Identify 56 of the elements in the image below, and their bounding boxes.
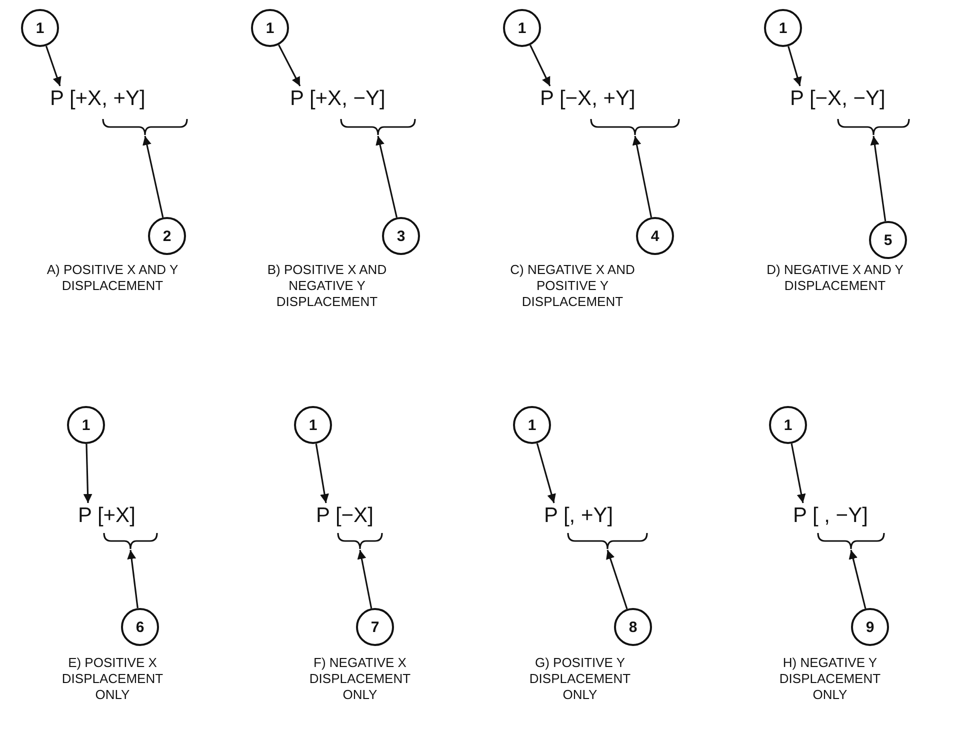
- arrow: [315, 444, 329, 504]
- panel-caption: H) NEGATIVE Y DISPLACEMENT ONLY: [778, 655, 882, 703]
- curly-brace: [567, 532, 648, 550]
- arrow: [606, 550, 628, 610]
- arrow: [790, 444, 806, 504]
- arrow: [870, 136, 886, 222]
- arrow: [278, 44, 301, 86]
- panel-caption: B) POSITIVE X AND NEGATIVE Y DISPLACEMENT: [266, 262, 388, 310]
- callout-number: 3: [382, 217, 420, 255]
- callout-number: 7: [356, 608, 394, 646]
- arrow: [848, 550, 866, 609]
- callout-number: 1: [251, 9, 289, 47]
- panel-caption: C) NEGATIVE X AND POSITIVE Y DISPLACEMENT: [509, 262, 636, 310]
- point-notation: P [ , −Y]: [793, 503, 868, 529]
- curly-brace: [337, 532, 383, 550]
- callout-number: 1: [769, 406, 807, 444]
- callout-number: 1: [503, 9, 541, 47]
- callout-number: 1: [513, 406, 551, 444]
- arrow: [530, 44, 551, 86]
- callout-number: 9: [851, 608, 889, 646]
- panel-caption: F) NEGATIVE X DISPLACEMENT ONLY: [308, 655, 412, 703]
- point-notation: P [+X, −Y]: [290, 86, 386, 112]
- callout-number: 6: [121, 608, 159, 646]
- point-notation: P [−X, +Y]: [540, 86, 636, 112]
- callout-number: 2: [148, 217, 186, 255]
- curly-brace: [340, 118, 416, 136]
- panel-caption: A) POSITIVE X AND Y DISPLACEMENT: [46, 262, 180, 294]
- arrow: [536, 443, 556, 504]
- panel-caption: G) POSITIVE Y DISPLACEMENT ONLY: [528, 655, 632, 703]
- arrow: [83, 444, 92, 504]
- callout-number: 1: [67, 406, 105, 444]
- curly-brace: [102, 118, 188, 136]
- callout-number: 5: [869, 221, 907, 259]
- arrow: [788, 46, 802, 86]
- arrow: [357, 550, 372, 608]
- callout-number: 1: [764, 9, 802, 47]
- arrow: [632, 136, 652, 218]
- panel-caption: E) POSITIVE X DISPLACEMENT ONLY: [60, 655, 164, 703]
- point-notation: P [−X, −Y]: [790, 86, 886, 112]
- arrow: [45, 46, 62, 86]
- point-notation: P [+X, +Y]: [50, 86, 146, 112]
- curly-brace: [103, 532, 158, 550]
- callout-number: 4: [636, 217, 674, 255]
- callout-number: 1: [294, 406, 332, 444]
- curly-brace: [590, 118, 680, 136]
- curly-brace: [817, 532, 885, 550]
- arrow: [142, 136, 164, 218]
- arrow: [376, 136, 398, 218]
- callout-number: 1: [21, 9, 59, 47]
- arrow: [127, 550, 138, 608]
- point-notation: P [+X]: [78, 503, 136, 529]
- panel-caption: D) NEGATIVE X AND Y DISPLACEMENT: [766, 262, 904, 294]
- point-notation: P [, +Y]: [544, 503, 614, 529]
- callout-number: 8: [614, 608, 652, 646]
- point-notation: P [−X]: [316, 503, 374, 529]
- curly-brace: [837, 118, 910, 136]
